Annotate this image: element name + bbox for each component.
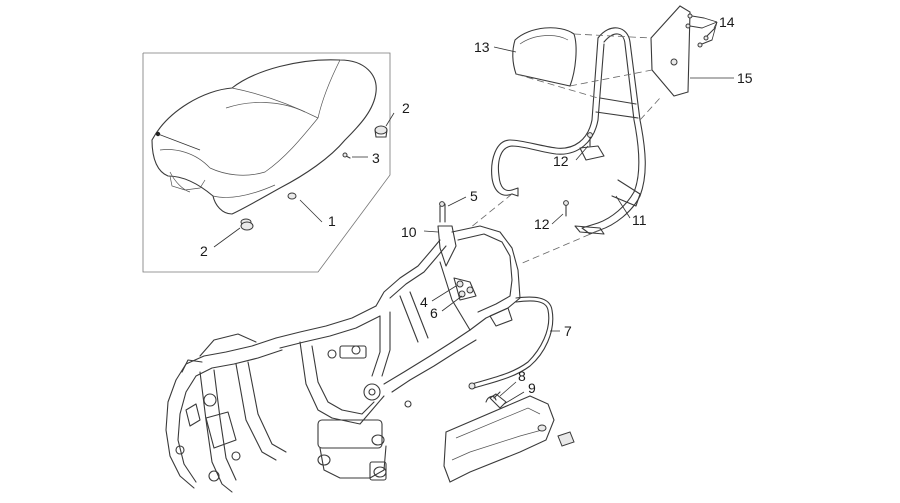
- frame-part: [165, 196, 521, 493]
- callout-13: 13: [474, 39, 490, 55]
- screws-part: [685, 13, 716, 48]
- callout-5: 5: [470, 188, 478, 204]
- seat-part: [151, 59, 377, 226]
- callout-14: 14: [719, 14, 735, 30]
- bumper-part: [374, 125, 388, 138]
- callout-1: 1: [328, 213, 336, 229]
- backrest-group: [469, 5, 734, 265]
- backrest-pad: [512, 27, 577, 87]
- callout-12-upper: 12: [553, 153, 569, 169]
- seat-group-frame: [142, 52, 391, 273]
- callout-7: 7: [564, 323, 572, 339]
- bolt-lower: [563, 200, 605, 235]
- callout-labels: 1 2 2 3 4 5 6 7 8 9 10 11 12 12 13 14 15: [200, 14, 753, 396]
- backrest-plate: [650, 5, 691, 97]
- cover-clip: [485, 395, 497, 403]
- bolt-upper: [587, 132, 593, 147]
- callout-4: 4: [420, 294, 428, 310]
- side-cover: [443, 391, 575, 483]
- stud-part: [439, 201, 446, 223]
- callout-10: 10: [401, 224, 417, 240]
- seat-release-cable: [468, 296, 560, 390]
- callout-6: 6: [430, 305, 438, 321]
- callout-9: 9: [528, 380, 536, 396]
- callout-2-bumper: 2: [402, 100, 410, 116]
- callout-15: 15: [737, 70, 753, 86]
- callout-8: 8: [518, 368, 526, 384]
- seat-group: [142, 52, 395, 273]
- callout-3: 3: [372, 150, 380, 166]
- bracket-part: [437, 225, 457, 267]
- callout-11: 11: [632, 212, 647, 228]
- callout-12-lower: 12: [534, 216, 550, 232]
- grab-rail: [491, 27, 646, 235]
- screw-part: [342, 152, 351, 159]
- bumper-part-lower: [240, 221, 254, 231]
- callout-2-lower: 2: [200, 243, 208, 259]
